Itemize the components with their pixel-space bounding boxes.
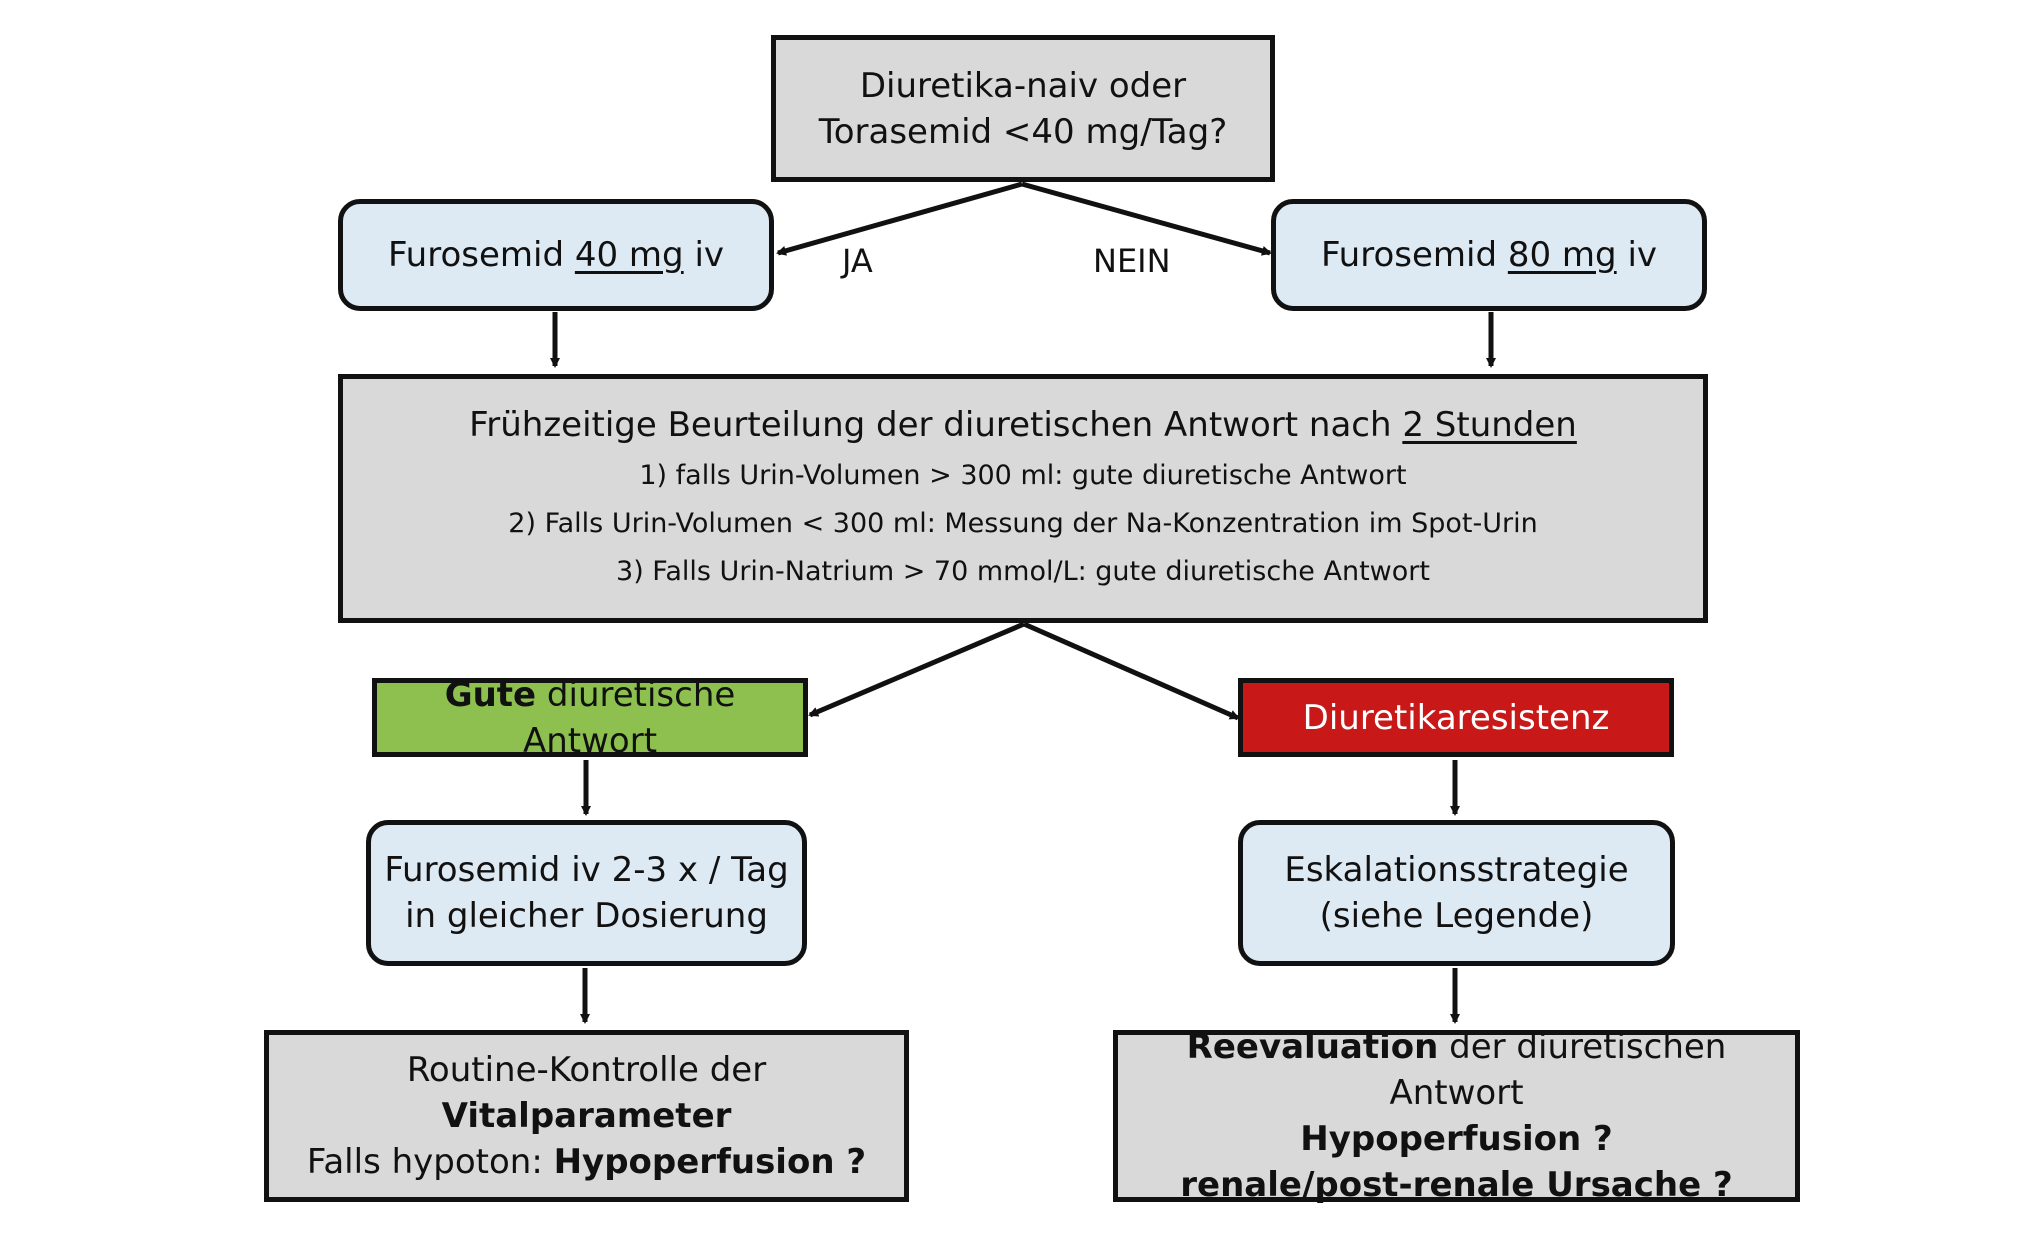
arrow-assessment-to-good bbox=[808, 621, 1025, 718]
start-question-line2: Torasemid <40 mg/Tag? bbox=[818, 111, 1228, 152]
left-treatment-line1: Furosemid iv 2-3 x / Tag bbox=[384, 850, 789, 890]
right-followup-box: Reevaluation der diuretischen Antwort Hy… bbox=[1113, 1027, 1800, 1205]
right-treatment-line2: (siehe Legende) bbox=[1319, 896, 1594, 936]
good-response-box: Gute diuretische Antwort bbox=[372, 675, 808, 761]
left-dose-box: Furosemid 40 mg iv bbox=[338, 199, 774, 311]
resistance-label: Diuretikaresistenz bbox=[1302, 697, 1610, 738]
assessment-title-prefix: Frühzeitige Beurteilung der diuretischen… bbox=[469, 404, 1403, 445]
right-treatment-line1: Eskalationsstrategie bbox=[1284, 850, 1629, 890]
assessment-title: Frühzeitige Beurteilung der diuretischen… bbox=[469, 402, 1577, 448]
arrow-assessment-to-resistance bbox=[1022, 621, 1240, 721]
right-dose-prefix: Furosemid bbox=[1320, 235, 1508, 275]
left-followup-line2-prefix: Falls hypoton: bbox=[306, 1142, 554, 1182]
left-dose-text: Furosemid 40 mg iv bbox=[388, 232, 724, 278]
branch-label-yes: JA bbox=[842, 242, 873, 280]
left-treatment-line2: in gleicher Dosierung bbox=[405, 896, 768, 936]
good-response-rest: diuretische Antwort bbox=[522, 674, 736, 761]
right-dose-amount: 80 mg bbox=[1507, 235, 1617, 275]
good-response-text: Gute diuretische Antwort bbox=[377, 672, 803, 764]
left-followup-line1: Routine-Kontrolle der Vitalparameter bbox=[269, 1047, 904, 1139]
arrow-start-to-right bbox=[1021, 181, 1272, 256]
left-dose-prefix: Furosemid bbox=[387, 235, 575, 275]
assessment-criterion-3: 3) Falls Urin-Natrium > 70 mmol/L: gute … bbox=[616, 555, 1430, 587]
left-treatment-box: Furosemid iv 2-3 x / Tag in gleicher Dos… bbox=[366, 820, 807, 966]
assessment-box: Frühzeitige Beurteilung der diuretischen… bbox=[338, 374, 1708, 623]
right-followup-hypoperfusion: Hypoperfusion ? bbox=[1300, 1119, 1613, 1159]
right-followup-reevaluation: Reevaluation bbox=[1186, 1027, 1439, 1067]
start-question-box: Diuretika-naiv oder Torasemid <40 mg/Tag… bbox=[771, 35, 1275, 182]
left-dose-amount: 40 mg bbox=[574, 235, 684, 275]
assessment-criterion-1: 1) falls Urin-Volumen > 300 ml: gute diu… bbox=[639, 459, 1407, 491]
right-treatment-box: Eskalationsstrategie (siehe Legende) bbox=[1238, 820, 1675, 966]
left-followup-hypoperfusion: Hypoperfusion ? bbox=[553, 1142, 867, 1182]
left-followup-box: Routine-Kontrolle der Vitalparameter Fal… bbox=[264, 1030, 909, 1202]
assessment-criterion-2: 2) Falls Urin-Volumen < 300 ml: Messung … bbox=[508, 507, 1538, 539]
start-question-line1: Diuretika-naiv oder bbox=[859, 65, 1187, 106]
left-followup-line1-prefix: Routine-Kontrolle der bbox=[406, 1050, 767, 1090]
right-dose-suffix: iv bbox=[1616, 235, 1658, 275]
right-dose-box: Furosemid 80 mg iv bbox=[1271, 199, 1707, 311]
resistance-box: Diuretikaresistenz bbox=[1238, 678, 1674, 757]
good-response-bold: Gute bbox=[444, 674, 537, 715]
right-dose-text: Furosemid 80 mg iv bbox=[1321, 232, 1657, 278]
left-followup-line2: Falls hypoton: Hypoperfusion ? bbox=[307, 1139, 866, 1185]
left-dose-suffix: iv bbox=[683, 235, 725, 275]
assessment-title-time: 2 Stunden bbox=[1402, 404, 1577, 445]
left-followup-vitalparameter: Vitalparameter bbox=[441, 1096, 732, 1136]
right-followup-cause: renale/post-renale Ursache ? bbox=[1180, 1165, 1733, 1205]
arrow-start-to-left bbox=[776, 181, 1023, 256]
branch-label-no: NEIN bbox=[1093, 242, 1171, 280]
right-followup-line1: Reevaluation der diuretischen Antwort bbox=[1118, 1024, 1795, 1116]
right-followup-line1-rest: der diuretischen Antwort bbox=[1389, 1027, 1727, 1113]
